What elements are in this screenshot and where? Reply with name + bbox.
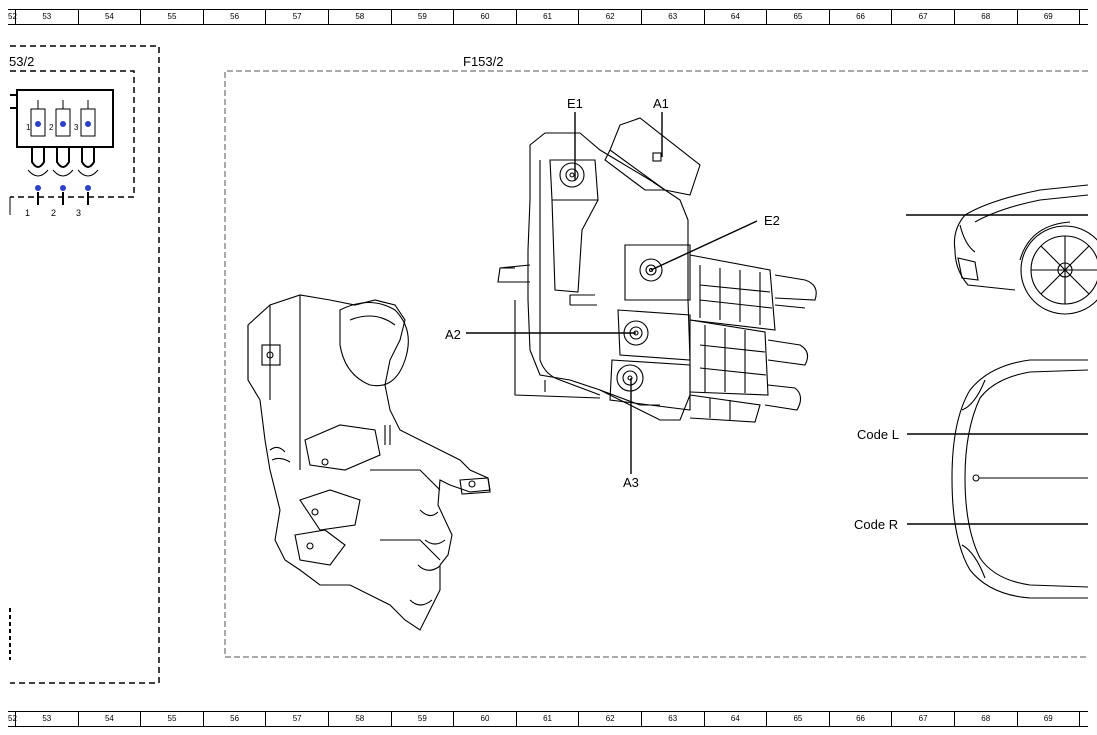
fuse-module-illustration bbox=[497, 117, 817, 423]
ruler-cell: 53 bbox=[16, 712, 79, 726]
main-panel-title: F153/2 bbox=[463, 54, 504, 69]
ruler-cell: 54 bbox=[79, 712, 142, 726]
ruler-cell: 61 bbox=[517, 712, 580, 726]
ruler-cell: 54 bbox=[79, 10, 142, 24]
pin-label: 3 bbox=[76, 208, 82, 218]
ruler-cell: 69 bbox=[1018, 712, 1081, 726]
connector-symbol bbox=[10, 89, 114, 205]
ruler-cell: 62 bbox=[579, 10, 642, 24]
ruler-cell: 66 bbox=[830, 712, 893, 726]
ruler-cell: 57 bbox=[266, 712, 329, 726]
pin-label: 1 bbox=[25, 208, 31, 218]
ruler-cell: 65 bbox=[767, 712, 830, 726]
callout-e1: E1 bbox=[567, 96, 583, 111]
ruler-cell: 66 bbox=[830, 10, 893, 24]
vehicle-side-view bbox=[953, 184, 1097, 315]
ruler-cell: 64 bbox=[705, 10, 768, 24]
code-l-label: Code L bbox=[857, 427, 899, 442]
left-panel-title: 53/2 bbox=[9, 54, 35, 69]
ruler-cell: 60 bbox=[454, 712, 517, 726]
main-component-frame bbox=[224, 70, 1088, 658]
column-ruler-top: 52 53 54 55 56 57 58 59 60 61 62 63 64 6… bbox=[8, 9, 1088, 25]
pin-label: 2 bbox=[51, 208, 57, 218]
ruler-cell: 60 bbox=[454, 10, 517, 24]
callout-leaders bbox=[466, 112, 1088, 525]
ruler-cell: 55 bbox=[141, 712, 204, 726]
ruler-cell: 62 bbox=[579, 712, 642, 726]
leader-e2 bbox=[650, 220, 758, 271]
ruler-cell: 53 bbox=[16, 10, 79, 24]
vehicle-top-view bbox=[951, 359, 1089, 599]
pin-markers bbox=[35, 121, 91, 191]
ruler-cell: 63 bbox=[642, 10, 705, 24]
ruler-cell: 67 bbox=[892, 10, 955, 24]
center-marker bbox=[972, 474, 980, 482]
ruler-cell: 56 bbox=[204, 712, 267, 726]
ruler-cell: 55 bbox=[141, 10, 204, 24]
ruler-cell: 56 bbox=[204, 10, 267, 24]
pin-label-inner: 1 bbox=[26, 123, 31, 132]
ruler-cell: 68 bbox=[955, 712, 1018, 726]
ruler-cell: 68 bbox=[955, 10, 1018, 24]
ruler-cell: 58 bbox=[329, 712, 392, 726]
ruler-cell: 69 bbox=[1018, 10, 1081, 24]
ruler-cell: 52 bbox=[8, 712, 17, 726]
column-ruler-bottom: 52 53 54 55 56 57 58 59 60 61 62 63 64 6… bbox=[8, 711, 1088, 727]
ruler-cell: 65 bbox=[767, 10, 830, 24]
left-component-panel bbox=[9, 45, 160, 684]
ruler-cell: 57 bbox=[266, 10, 329, 24]
pin-label-inner: 3 bbox=[74, 123, 79, 132]
pin-label-inner: 2 bbox=[49, 123, 54, 132]
ruler-cell: 61 bbox=[517, 10, 580, 24]
ruler-cell: 63 bbox=[642, 712, 705, 726]
callout-a3: A3 bbox=[623, 475, 639, 490]
callout-a1: A1 bbox=[653, 96, 669, 111]
ruler-cell: 52 bbox=[8, 10, 17, 24]
ruler-cell: 64 bbox=[705, 712, 768, 726]
ruler-cell: 58 bbox=[329, 10, 392, 24]
ruler-cell: 67 bbox=[892, 712, 955, 726]
code-r-label: Code R bbox=[854, 517, 899, 532]
ruler-cell: 59 bbox=[392, 712, 455, 726]
ruler-cell: 59 bbox=[392, 10, 455, 24]
bracket-illustration bbox=[247, 294, 491, 631]
callout-a2: A2 bbox=[445, 327, 461, 342]
callout-e2: E2 bbox=[764, 213, 780, 228]
